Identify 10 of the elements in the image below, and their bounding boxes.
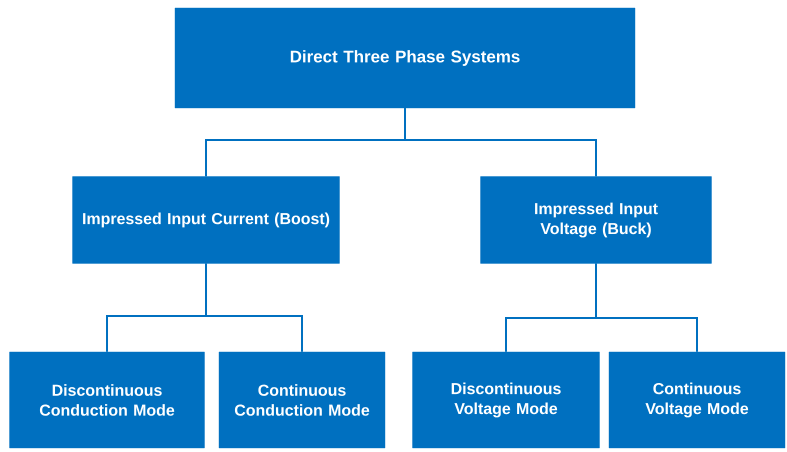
connector-line xyxy=(595,264,698,352)
process-box: Impressed Input Voltage (Buck) xyxy=(480,176,712,264)
process-box: Continuous Voltage Mode xyxy=(608,352,786,448)
process-box: Continuous Conduction Mode xyxy=(218,352,386,448)
process-box: Direct Three Phase Systems xyxy=(174,8,636,108)
process-box: Impressed Input Current (Boost) xyxy=(72,176,340,264)
connector-line xyxy=(404,108,597,176)
connector-line xyxy=(205,264,303,352)
process-box: Discontinuous Conduction Mode xyxy=(9,352,205,448)
process-box: Discontinuous Voltage Mode xyxy=(412,352,600,448)
